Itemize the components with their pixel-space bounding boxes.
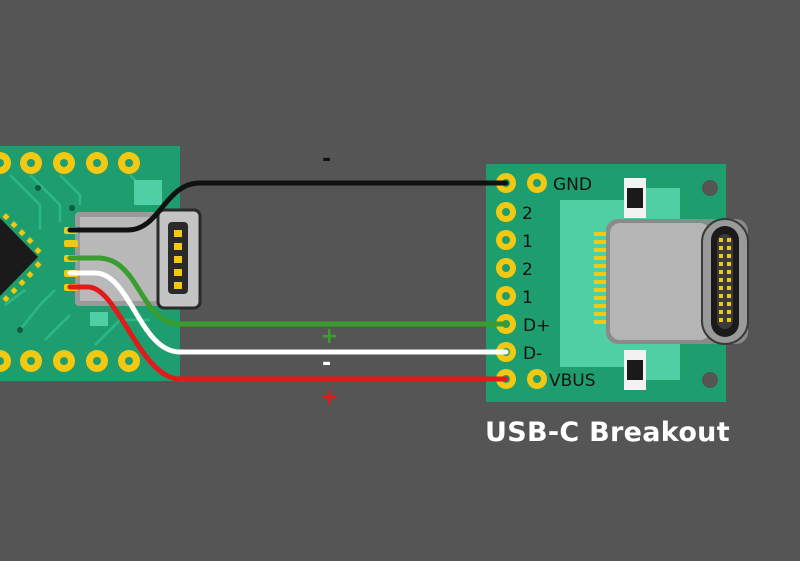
microcontroller-board — [0, 146, 202, 381]
pin-label-cc1-a: 1 — [522, 232, 533, 252]
pin-label-cc2-a: 2 — [522, 204, 533, 224]
d-plus-wire-sign: + — [320, 324, 338, 349]
vbus-wire — [67, 284, 509, 382]
breakout-mount-holes — [702, 180, 718, 388]
mcu-bottom-pads — [0, 350, 140, 372]
d-minus-wire-sign: - — [322, 351, 331, 376]
breakout-pin-labels: GND 2 1 2 1 D+ D- VBUS — [522, 175, 596, 391]
pin-label-d-minus: D- — [523, 344, 542, 364]
breakout-title: USB-C Breakout — [485, 417, 730, 448]
mcu-mark-top — [134, 180, 162, 205]
gnd-wire-sign: - — [322, 147, 331, 172]
pin-label-cc2-b: 2 — [522, 260, 533, 280]
wires — [67, 180, 509, 382]
pin-label-gnd: GND — [553, 175, 592, 195]
pin-label-vbus: VBUS — [549, 371, 596, 391]
pin-label-d-plus: D+ — [523, 316, 550, 336]
usb-c-solder-pads — [594, 232, 608, 324]
smd-resistor-bottom — [624, 350, 646, 390]
vbus-wire-sign: + — [320, 385, 338, 410]
d-minus-wire — [67, 270, 509, 355]
usb-c-receptacle — [606, 218, 749, 345]
gnd-wire — [67, 180, 509, 233]
mcu-top-pads — [0, 152, 140, 174]
mcu-mark-bottom — [90, 312, 108, 326]
usb-c-breakout-board: GND 2 1 2 1 D+ D- VBUS — [486, 164, 749, 402]
smd-resistor-top — [624, 178, 646, 218]
pin-label-cc1-b: 1 — [522, 288, 533, 308]
d-plus-wire — [67, 255, 509, 327]
